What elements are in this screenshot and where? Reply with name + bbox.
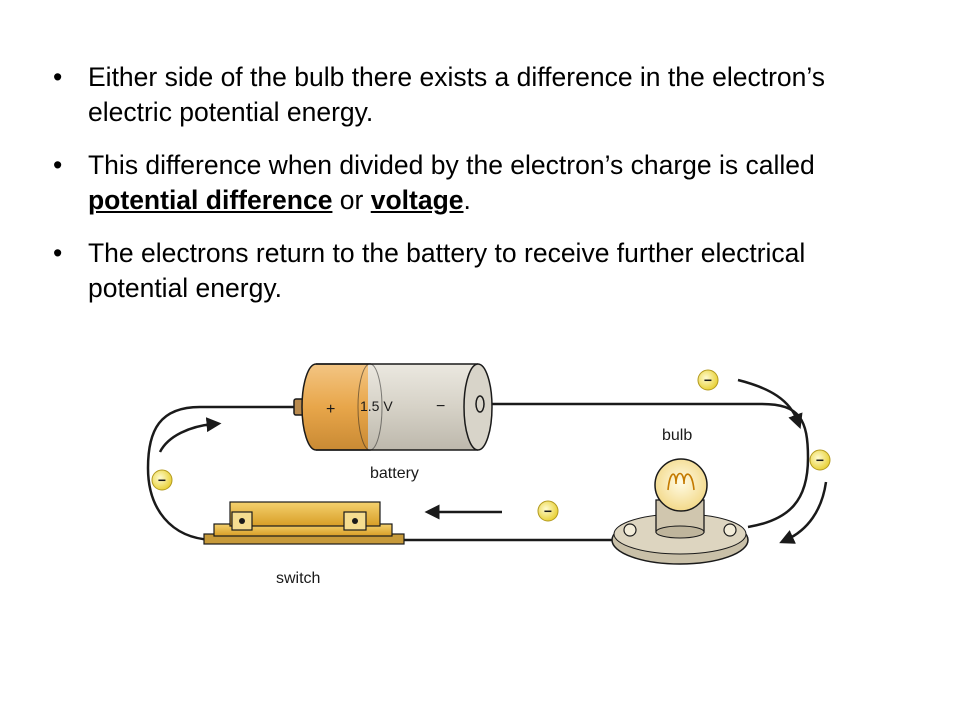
wire-top-right xyxy=(478,402,810,529)
electron: − xyxy=(151,469,173,491)
electron-charge-sign: − xyxy=(816,452,824,468)
arrow-bottom-right xyxy=(779,481,828,544)
bullet-text-2-after: . xyxy=(463,185,471,215)
bullet-marker: • xyxy=(53,62,63,92)
term-potential-difference: potential difference xyxy=(88,185,333,215)
bullet-marker: • xyxy=(53,150,63,180)
electron: − xyxy=(809,449,831,471)
bullet-text-3: The electrons return to the battery to r… xyxy=(88,238,806,303)
bulb-filament xyxy=(667,472,695,491)
battery-voltage-label: 1.5 V xyxy=(360,398,393,414)
bullet-item-2: • This difference when divided by the el… xyxy=(0,148,960,218)
term-voltage: voltage xyxy=(370,185,464,215)
bullet-marker: • xyxy=(53,238,63,268)
electron-charge-sign: − xyxy=(158,472,166,488)
bullet-item-3: • The electrons return to the battery to… xyxy=(0,236,960,306)
bulb-glass xyxy=(654,458,708,512)
electron: − xyxy=(697,369,719,391)
arrow-top-left xyxy=(158,417,222,453)
battery-body xyxy=(368,364,478,450)
bullet-text-2-before: This difference when divided by the elec… xyxy=(88,150,815,180)
battery-terminal-negative xyxy=(475,395,485,413)
bulb-label: bulb xyxy=(662,427,692,444)
battery: + 1.5 V − xyxy=(293,363,493,451)
bullet-list: • Either side of the bulb there exists a… xyxy=(0,60,960,324)
arrow-top-right xyxy=(737,378,803,430)
battery-minus-sign: − xyxy=(436,398,445,415)
battery-plus-sign: + xyxy=(326,401,335,418)
bullet-text-2-middle: or xyxy=(332,185,371,215)
bullet-item-1: • Either side of the bulb there exists a… xyxy=(0,60,960,130)
battery-orange-cap xyxy=(301,363,371,451)
electron: − xyxy=(537,500,559,522)
battery-label: battery xyxy=(370,465,419,482)
wire-left xyxy=(146,405,298,542)
battery-end-cap xyxy=(463,363,493,451)
switch xyxy=(203,501,405,545)
electron-charge-sign: − xyxy=(704,372,712,388)
switch-label: switch xyxy=(276,570,320,587)
electron-charge-sign: − xyxy=(544,503,552,519)
bullet-text-1: Either side of the bulb there exists a d… xyxy=(88,62,826,127)
bulb xyxy=(611,458,749,565)
